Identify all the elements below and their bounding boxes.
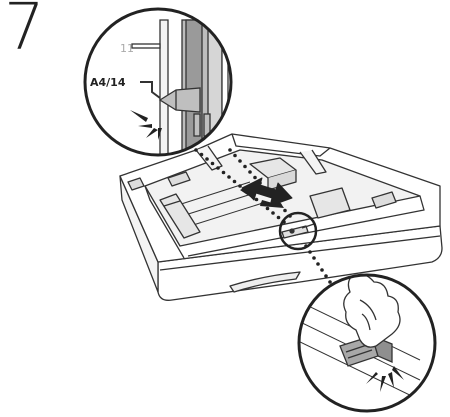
connector-dot [278, 203, 282, 207]
connector-dot [260, 202, 264, 206]
connector-dot [238, 159, 242, 163]
step-number: 7 [4, 0, 45, 65]
connector-dot [258, 181, 262, 185]
connector-dot [243, 164, 247, 169]
connector-dot [216, 166, 220, 170]
paper-tray [119, 133, 443, 301]
connector-dot [210, 161, 215, 166]
callout-connector-lines [194, 148, 332, 284]
click-burst-icon [130, 110, 162, 140]
connector-dot [232, 179, 237, 184]
connector-dot [243, 188, 248, 193]
connector-dot [238, 184, 242, 188]
connector-dot [312, 256, 316, 260]
connector-dot [268, 192, 272, 196]
connector-dot [221, 170, 226, 175]
connector-dot [253, 175, 257, 180]
connector-dot [199, 152, 204, 157]
size-label-11: 11 [120, 42, 134, 55]
connector-dot [288, 214, 292, 218]
connector-dot [324, 274, 328, 278]
connector-dot [308, 250, 312, 254]
connector-dot [276, 215, 281, 220]
connector-dot [265, 206, 270, 211]
connector-dot [254, 197, 259, 202]
connector-dot [304, 244, 308, 248]
connector-dot [263, 186, 267, 191]
connector-dot [283, 208, 287, 213]
connector-dot [227, 175, 231, 179]
connector-dot [282, 220, 286, 224]
connector-dot [271, 211, 275, 215]
click-burst-icon [366, 366, 404, 392]
connector-dot [316, 262, 320, 266]
connector-dot [228, 148, 232, 152]
connector-dot [320, 268, 324, 272]
connector-dot [194, 148, 198, 152]
bottom-zoom-callout [297, 273, 437, 413]
connector-dot [248, 170, 252, 174]
connector-dot [249, 193, 253, 197]
top-zoom-callout: 11 A4/14 [83, 7, 233, 157]
connector-dot [233, 153, 237, 158]
size-label-a4-14: A4/14 [90, 76, 126, 89]
connector-dot [205, 157, 209, 161]
connector-dot [328, 280, 332, 284]
connector-dot [273, 197, 277, 202]
lever-highlight-circle [278, 211, 318, 251]
